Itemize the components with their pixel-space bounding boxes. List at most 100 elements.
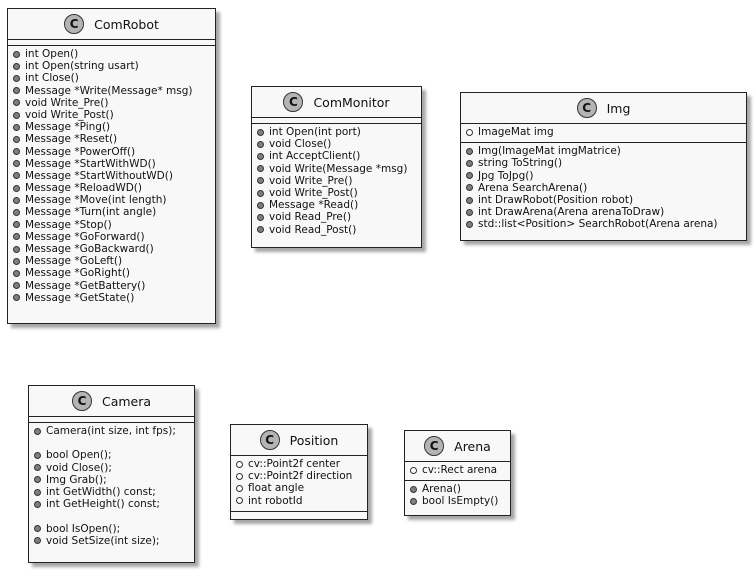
methods-section: Img(ImageMat imgMatrice)string ToString(… (461, 143, 746, 234)
public-field-icon (236, 472, 243, 480)
public-field-icon (236, 497, 243, 505)
attribute-row: cv::Point2f direction (231, 470, 367, 482)
class-name: ComRobot (94, 16, 159, 32)
public-method-icon (13, 87, 20, 95)
attribute-text: cv::Rect arena (422, 464, 498, 476)
public-method-icon (466, 220, 473, 228)
method-row: Img(ImageMat imgMatrice) (461, 145, 746, 157)
method-text: Message *Move(int length) (25, 194, 167, 207)
method-row: int Open() (8, 48, 215, 60)
method-row: Message *Write(Message* msg) (8, 85, 215, 97)
attribute-text: cv::Point2f direction (248, 470, 353, 483)
public-method-icon (466, 184, 473, 192)
public-method-icon (466, 172, 473, 180)
class-stereotype-icon: C (71, 391, 92, 411)
class-stereotype-icon: C (424, 436, 445, 456)
public-method-icon (34, 537, 41, 545)
method-text: Message *PowerOff() (25, 145, 136, 158)
public-method-icon (34, 451, 41, 459)
method-row: void Write_Post() (252, 187, 421, 199)
method-text: Message *GoBackward() (25, 243, 154, 255)
attributes-section: ImageMat img (461, 124, 746, 144)
method-text: Img Grab(); (46, 473, 107, 486)
method-row: int DrawArena(Arena arenaToDraw) (461, 206, 746, 218)
methods-section: int Open(int port)void Close()int Accept… (252, 124, 421, 240)
method-row: Message *GoBackward() (8, 243, 215, 255)
method-text: Message *Read() (269, 199, 359, 212)
method-text: void Read_Pre() (269, 211, 352, 224)
method-text: Message *GetBattery() (25, 279, 146, 292)
method-text: void Write_Post() (269, 186, 358, 199)
method-row: void Read_Pre() (252, 211, 421, 223)
public-method-icon (257, 213, 264, 221)
method-text: void Write(Message *msg) (269, 162, 408, 175)
method-row: bool IsOpen(); (29, 523, 194, 535)
method-text: Arena SearchArena() (478, 181, 588, 194)
public-method-icon (13, 233, 20, 241)
method-row: bool IsEmpty() (405, 495, 510, 507)
method-text: void Read_Post() (269, 223, 357, 236)
method-text: Message *ReloadWD() (25, 182, 142, 195)
method-text: Arena() (422, 483, 462, 496)
method-text: int DrawArena(Arena arenaToDraw) (478, 206, 665, 219)
attribute-text: int robotId (248, 494, 303, 507)
class-stereotype-icon: C (259, 430, 280, 450)
method-row: void Close() (252, 138, 421, 150)
method-text: Message *GoLeft() (25, 255, 123, 268)
method-row: Message *GoLeft() (8, 255, 215, 267)
method-row: int AcceptClient() (252, 150, 421, 162)
method-text: int Close() (25, 72, 79, 85)
public-method-icon (13, 148, 20, 156)
method-row: Arena SearchArena() (461, 182, 746, 194)
public-method-icon (466, 147, 473, 155)
method-row: Message *StartWithoutWD() (8, 170, 215, 182)
method-text: Message *GoRight() (25, 267, 131, 280)
method-row (29, 437, 194, 449)
attribute-row: ImageMat img (461, 126, 746, 138)
method-row: Img Grab(); (29, 474, 194, 486)
public-method-icon (257, 201, 264, 209)
class-name: Img (606, 100, 631, 116)
attribute-row: float angle (231, 482, 367, 494)
method-text: Message *StartWithWD() (25, 157, 156, 170)
public-method-icon (257, 152, 264, 160)
attribute-text: cv::Point2f center (248, 458, 341, 470)
method-text: void Write_Pre() (25, 96, 109, 109)
public-method-icon (13, 196, 20, 204)
public-method-icon (34, 476, 41, 484)
public-method-icon (257, 165, 264, 173)
method-row: Message *Reset() (8, 133, 215, 145)
method-text: Message *GetState() (25, 291, 135, 304)
method-row: void Write_Pre() (8, 97, 215, 109)
method-text: Camera(int size, int fps); (46, 425, 176, 437)
public-method-icon (13, 160, 20, 168)
public-method-icon (13, 111, 20, 119)
method-text: int Open(string usart) (25, 60, 139, 73)
attributes-section (8, 40, 215, 46)
attribute-row: cv::Point2f center (231, 458, 367, 470)
method-text: void Write_Pre() (269, 174, 353, 187)
method-row: void Read_Post() (252, 224, 421, 236)
attributes-section: cv::Rect arena (405, 462, 510, 482)
public-field-icon (236, 460, 243, 468)
method-row: Jpg ToJpg() (461, 170, 746, 182)
public-method-icon (466, 196, 473, 204)
method-text: Message *Stop() (25, 218, 112, 231)
method-text: void Close(); (46, 461, 112, 474)
method-row: int Close() (8, 72, 215, 84)
method-row: void Write_Pre() (252, 175, 421, 187)
method-text: int GetHeight() const; (46, 498, 160, 511)
public-method-icon (34, 525, 41, 533)
public-method-icon (13, 294, 20, 302)
method-row: int GetWidth() const; (29, 486, 194, 498)
methods-section: Camera(int size, int fps);bool Open();vo… (29, 423, 194, 551)
method-text: Message *Reset() (25, 133, 118, 146)
